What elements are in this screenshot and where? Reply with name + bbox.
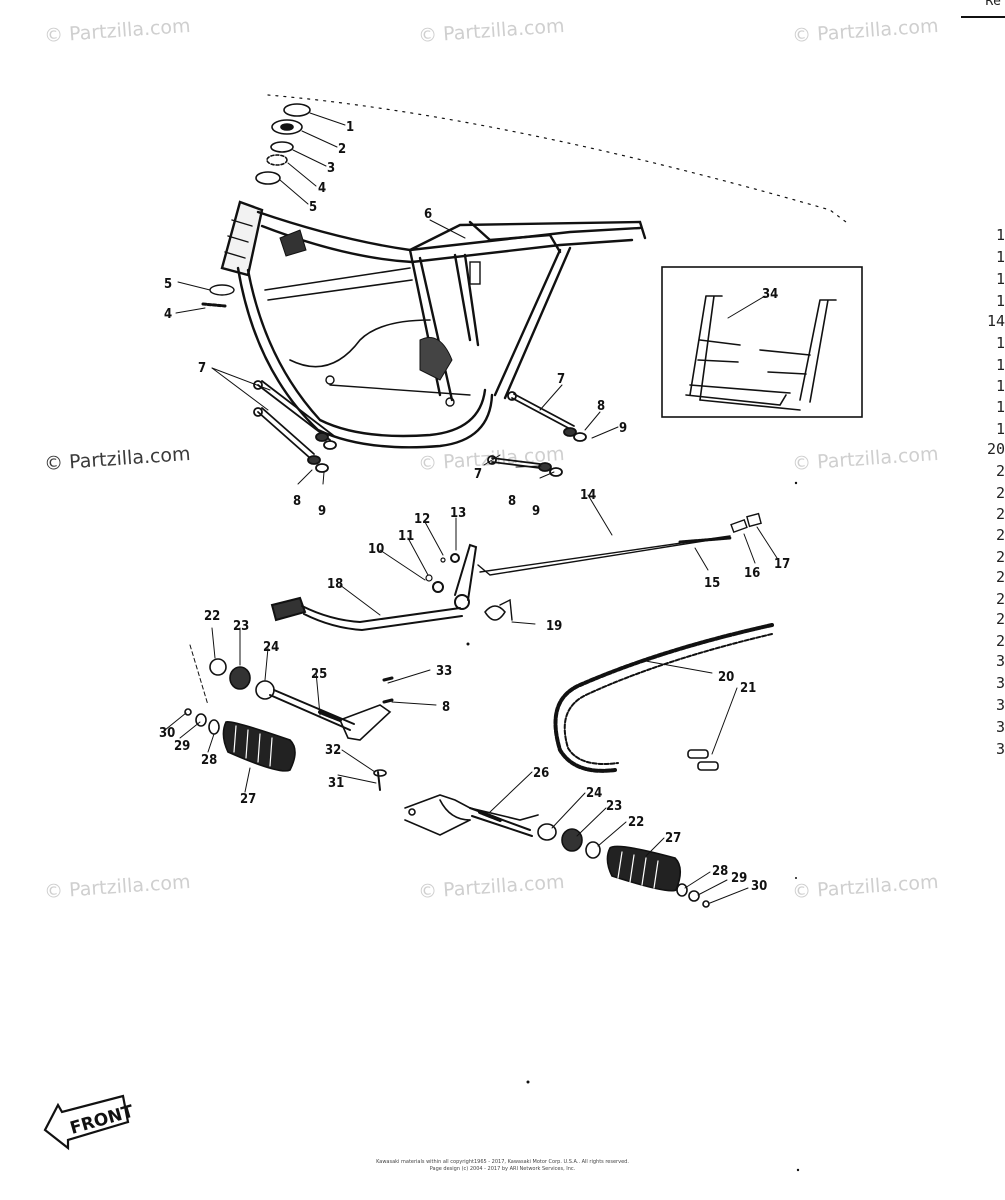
callout-24-right: 24 [586, 786, 602, 801]
edge-row-label: 1 [995, 420, 1005, 438]
callout-5-left: 5 [164, 277, 172, 292]
edge-row-label: 3 [995, 740, 1005, 758]
callout-15: 15 [704, 576, 720, 591]
leader-lines [164, 112, 778, 904]
edge-row-label: 2 [995, 548, 1005, 566]
front-direction-arrow: FRONT [43, 1094, 136, 1151]
edge-row-label: 2 [995, 484, 1005, 502]
master-link [687, 749, 719, 771]
callout-4: 4 [318, 181, 326, 196]
callout-4-left: 4 [164, 307, 172, 322]
stray-marks [466, 481, 800, 1172]
callout-21: 21 [740, 681, 756, 696]
callout-8-left: 8 [293, 494, 301, 509]
copyright-line-1: Kawasaki materials within all copyright1… [376, 1159, 629, 1165]
callout-1: 1 [346, 120, 354, 135]
left-footrest [184, 644, 394, 791]
callout-10: 10 [368, 542, 384, 557]
callout-23-left: 23 [233, 619, 249, 634]
callout-8-lower: 8 [442, 700, 450, 715]
callout-28-left: 28 [201, 753, 217, 768]
header-corner-text: Re [985, 0, 1001, 9]
callout-26: 26 [533, 766, 549, 781]
brake-rod-assembly [477, 512, 762, 576]
callout-22-left: 22 [204, 609, 220, 624]
copyright-line-2: Page design (c) 2004 - 2017 by ARI Netwo… [429, 1166, 576, 1172]
callout-30-left: 30 [159, 726, 175, 741]
callout-23-right: 23 [606, 799, 622, 814]
engine-mount-bolts [253, 380, 587, 477]
callout-27-right: 27 [665, 831, 681, 846]
edge-row-label: 2 [995, 462, 1005, 480]
callout-8-mid: 8 [508, 494, 516, 509]
callout-5: 5 [309, 200, 317, 215]
callout-7-right: 7 [557, 372, 565, 387]
callout-9-mid: 9 [532, 504, 540, 519]
edge-row-label: 2 [995, 526, 1005, 544]
callout-labels: 1 2 3 4 5 6 5 4 7 7 8 9 8 9 7 8 9 10 11 … [159, 120, 790, 894]
dashed-outline [267, 94, 851, 226]
edge-row-label: 1 [995, 356, 1005, 374]
callout-20: 20 [718, 670, 734, 685]
callout-13: 13 [450, 506, 466, 521]
steering-nut-washer [201, 284, 235, 308]
right-footrest [404, 794, 710, 908]
callout-18: 18 [327, 577, 343, 592]
steering-stem-parts [255, 103, 311, 185]
callout-27-left: 27 [240, 792, 256, 807]
edge-row-label: 2 [995, 568, 1005, 586]
callout-3: 3 [327, 161, 335, 176]
edge-row-label: 3 [995, 674, 1005, 692]
callout-33: 33 [436, 664, 452, 679]
callout-9-right: 9 [619, 421, 627, 436]
callout-28-right: 28 [712, 864, 728, 879]
callout-16: 16 [744, 566, 760, 581]
callout-6: 6 [424, 207, 432, 222]
edge-row-label: 1 [995, 270, 1005, 288]
callout-11: 11 [398, 529, 414, 544]
frame [220, 200, 647, 449]
callout-30-right: 30 [751, 879, 767, 894]
callout-31: 31 [328, 776, 344, 791]
callout-2: 2 [338, 142, 346, 157]
callout-7-left: 7 [198, 361, 206, 376]
callout-24-left: 24 [263, 640, 279, 655]
header-rule [961, 16, 1005, 18]
callout-22-right: 22 [628, 815, 644, 830]
edge-row-label: 3 [995, 696, 1005, 714]
edge-row-label: 3 [995, 718, 1005, 736]
callout-34: 34 [762, 287, 778, 302]
callout-8-right: 8 [597, 399, 605, 414]
callout-9-left: 9 [318, 504, 326, 519]
edge-row-label: 1 [995, 226, 1005, 244]
callout-19: 19 [546, 619, 562, 634]
edge-row-label: 3 [995, 652, 1005, 670]
callout-25: 25 [311, 667, 327, 682]
edge-row-label: 1 [995, 377, 1005, 395]
callout-29-right: 29 [731, 871, 747, 886]
callout-12: 12 [414, 512, 430, 527]
edge-row-label: 20 [986, 440, 1005, 458]
drive-chain [553, 623, 774, 773]
edge-row-label: 2 [995, 505, 1005, 523]
callout-17: 17 [774, 557, 790, 572]
callout-32: 32 [325, 743, 341, 758]
callout-7-mid: 7 [474, 467, 482, 482]
edge-row-label: 1 [995, 334, 1005, 352]
edge-row-label: 1 [995, 292, 1005, 310]
edge-row-label: 1 [995, 248, 1005, 266]
edge-row-label: 2 [995, 610, 1005, 628]
edge-row-label: 1 [995, 398, 1005, 416]
edge-row-label: 14 [986, 312, 1005, 330]
callout-29-left: 29 [174, 739, 190, 754]
stand-inset [661, 266, 863, 418]
brake-pedal [270, 543, 513, 632]
callout-14: 14 [580, 488, 596, 503]
edge-row-label: 2 [995, 590, 1005, 608]
edge-row-label: 2 [995, 632, 1005, 650]
